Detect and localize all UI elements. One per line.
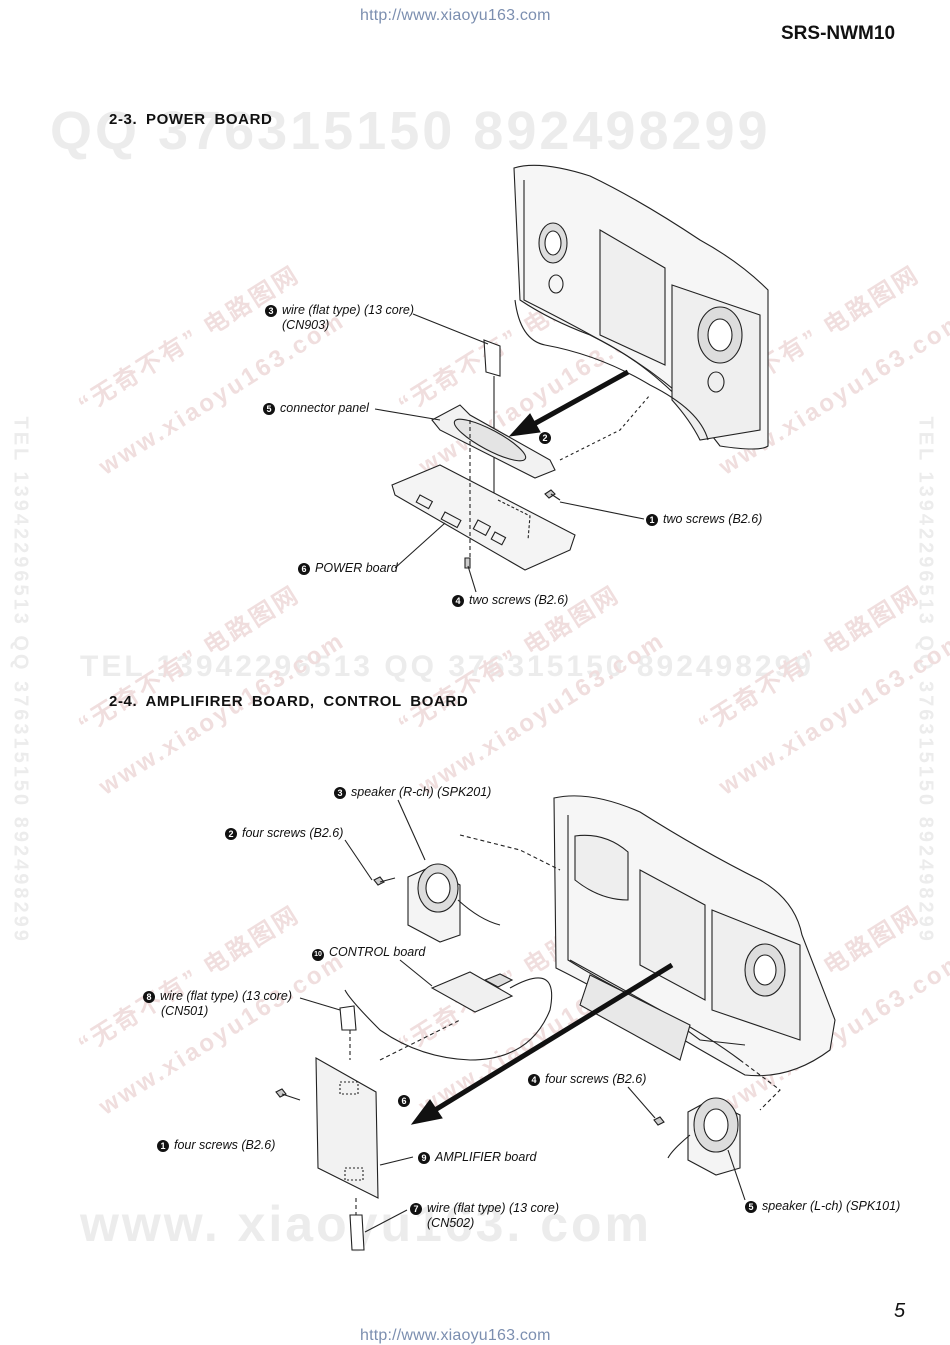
header-url-link[interactable]: http://www.xiaoyu163.com — [360, 7, 551, 24]
callout-number: 1 — [157, 1140, 169, 1152]
callout-number: 7 — [410, 1203, 422, 1215]
cabinet-amp-section — [553, 795, 836, 1077]
callout-text: CONTROL board — [329, 945, 426, 959]
callout-number: 2 — [539, 432, 551, 444]
callout-four-screws-1: 1 four screws (B2.6) — [157, 1138, 275, 1153]
watermark-qq: QQ 376315150 892498299 — [50, 101, 771, 161]
callout-number: 9 — [418, 1152, 430, 1164]
callout-number: 2 — [225, 828, 237, 840]
callout-number: 8 — [143, 991, 155, 1003]
callout-text: wire (flat type) (13 core) — [427, 1201, 559, 1215]
callout-text: wire (flat type) (13 core) — [282, 303, 414, 317]
callout-text: POWER board — [315, 561, 398, 575]
watermark-bottom: www. xiaoyu163. com — [80, 1196, 653, 1252]
section-title-amplifier-board: 2-4. AMPLIFIRER BOARD, CONTROL BOARD — [109, 693, 469, 710]
callout-text: two screws (B2.6) — [663, 512, 763, 526]
callout-four-screws-2: 2 four screws (B2.6) — [225, 826, 343, 841]
callout-number: 5 — [745, 1201, 757, 1213]
callout-wire-cn903: 3 wire (flat type) (13 core) (CN903) — [265, 303, 414, 333]
callout-text: four screws (B2.6) — [242, 826, 344, 840]
callout-number: 5 — [263, 403, 275, 415]
callout-text: two screws (B2.6) — [469, 593, 569, 607]
callout-number: 4 — [528, 1074, 540, 1086]
callout-text-sub: (CN501) — [161, 1004, 209, 1018]
callout-text: four screws (B2.6) — [174, 1138, 276, 1152]
page-number: 5 — [894, 1300, 906, 1322]
footer-url-link[interactable]: http://www.xiaoyu163.com — [360, 1327, 551, 1344]
callout-connector-panel: 5 connector panel — [263, 401, 369, 416]
callout-number: 3 — [334, 787, 346, 799]
callout-arrow-2: 2 — [539, 430, 556, 445]
callout-four-screws-4: 4 four screws (B2.6) — [528, 1072, 646, 1087]
section-title-power-board: 2-3. POWER BOARD — [109, 111, 273, 128]
callout-amplifier-board: 9 AMPLIFIER board — [418, 1150, 536, 1165]
callout-two-screws-4: 4 two screws (B2.6) — [452, 593, 568, 608]
removal-arrows — [410, 369, 674, 1125]
watermark-tel: TEL 13942296513 QQ 376315150 892498299 — [80, 650, 814, 683]
callout-number: 6 — [298, 563, 310, 575]
callout-text: wire (flat type) (13 core) — [160, 989, 292, 1003]
callout-speaker-r: 3 speaker (R-ch) (SPK201) — [334, 785, 491, 800]
callout-text: four screws (B2.6) — [545, 1072, 647, 1086]
model-number: SRS-NWM10 — [781, 23, 896, 44]
callout-text: speaker (R-ch) (SPK201) — [351, 785, 492, 799]
cabinet-power-section — [513, 164, 769, 450]
callout-two-screws-1: 1 two screws (B2.6) — [646, 512, 762, 527]
callout-wire-cn502: 7 wire (flat type) (13 core) (CN502) — [410, 1201, 559, 1231]
callout-text-sub: (CN502) — [427, 1216, 475, 1230]
callout-text-sub: (CN903) — [282, 318, 330, 332]
callout-arrow-6: 6 — [398, 1093, 415, 1108]
callout-text: connector panel — [280, 401, 369, 415]
callout-wire-cn501: 8 wire (flat type) (13 core) (CN501) — [143, 989, 292, 1019]
callout-number: 1 — [646, 514, 658, 526]
callout-number: 6 — [398, 1095, 410, 1107]
callout-text: speaker (L-ch) (SPK101) — [762, 1199, 901, 1213]
callout-power-board: 6 POWER board — [298, 561, 398, 576]
callout-number: 4 — [452, 595, 464, 607]
callout-text: AMPLIFIER board — [435, 1150, 537, 1164]
callout-number: 3 — [265, 305, 277, 317]
callout-control-board: 10 CONTROL board — [312, 945, 425, 961]
callout-number: 10 — [312, 949, 324, 961]
callout-speaker-l: 5 speaker (L-ch) (SPK101) — [745, 1199, 900, 1214]
